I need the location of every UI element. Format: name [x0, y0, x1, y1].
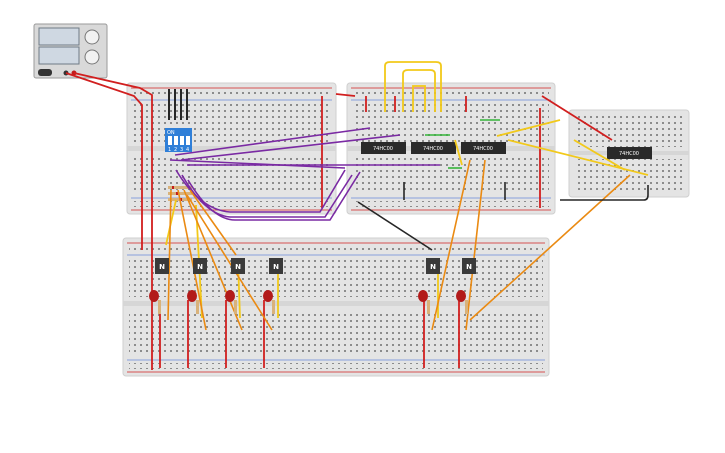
chip-74hc00-4[interactable]: 74HC00 [607, 147, 652, 159]
chip-74hc00-2[interactable]: 74HC00 [411, 142, 456, 154]
dip-position-2: 2 [174, 147, 177, 153]
transistor-label: N [273, 263, 279, 271]
chip-label: 74HC00 [619, 151, 639, 157]
purple-wires[interactable] [169, 127, 440, 221]
dip-position-3: 3 [180, 147, 183, 153]
transistor-label: N [235, 263, 241, 271]
chip-label: 74HC00 [373, 146, 393, 152]
transistor-label: N [430, 263, 436, 271]
transistor-icon-3[interactable]: N [231, 258, 245, 274]
breadboard-bottom[interactable] [122, 237, 550, 377]
chip-74hc00-3[interactable]: 74HC00 [461, 142, 506, 154]
transistor-icon-2[interactable]: N [193, 258, 207, 274]
transistor-icon-1[interactable]: N [155, 258, 169, 274]
chip-label: 74HC00 [473, 146, 493, 152]
led-icon-group[interactable] [149, 290, 466, 302]
black-jumpers-top[interactable] [168, 89, 188, 120]
dip-switch-icon[interactable]: ON 1 2 3 4 [165, 128, 192, 153]
orange-wires[interactable] [167, 159, 631, 331]
resistor-icon-group[interactable] [158, 300, 468, 314]
dip-switch-on-label: ON [167, 130, 175, 136]
breadboard-top-left[interactable] [126, 82, 337, 215]
transistor-label: N [159, 263, 165, 271]
transistor-label: N [466, 263, 472, 271]
chip-74hc00-1[interactable]: 74HC00 [361, 142, 406, 154]
green-wires[interactable] [425, 119, 500, 169]
dip-position-4: 4 [186, 147, 189, 153]
black-wires[interactable] [357, 182, 649, 251]
transistor-icon-5[interactable]: N [426, 258, 440, 274]
red-wires[interactable] [65, 72, 613, 370]
power-supply-icon[interactable] [33, 23, 108, 79]
dip-position-1: 1 [168, 147, 171, 153]
transistor-icon-4[interactable]: N [269, 258, 283, 274]
transistor-icon-6[interactable]: N [462, 258, 476, 274]
chip-label: 74HC00 [423, 146, 443, 152]
transistor-label: N [197, 263, 203, 271]
yellow-wires[interactable] [165, 61, 649, 319]
